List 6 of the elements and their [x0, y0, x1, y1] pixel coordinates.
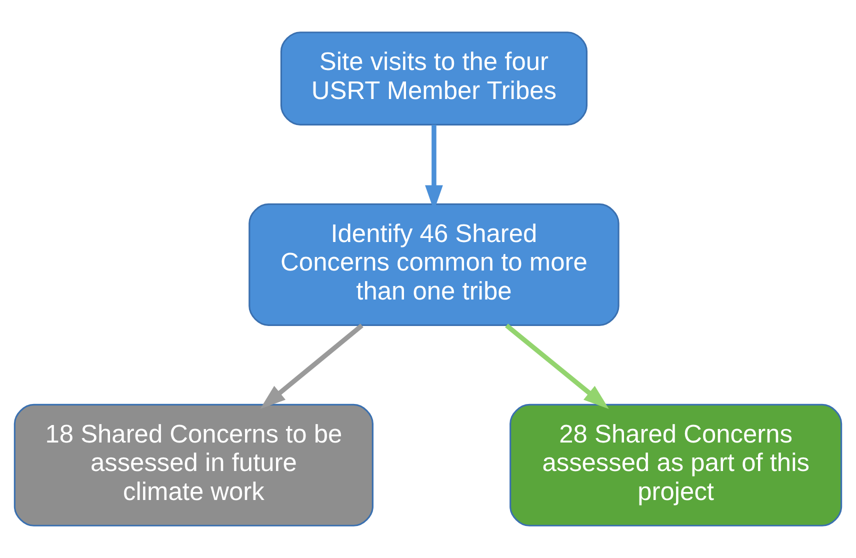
arrow: [505, 324, 609, 409]
arrow: [260, 324, 364, 409]
node-box: 18 Shared Concerns to be assessed in future climate work: [14, 404, 374, 526]
node-box: Identify 46 Shared Concerns common to more than one tribe: [248, 203, 620, 326]
node-box: 28 Shared Concerns assessed as part of this project: [510, 404, 842, 526]
node-box: Site visits to the four USRT Member Tribes: [280, 32, 588, 126]
